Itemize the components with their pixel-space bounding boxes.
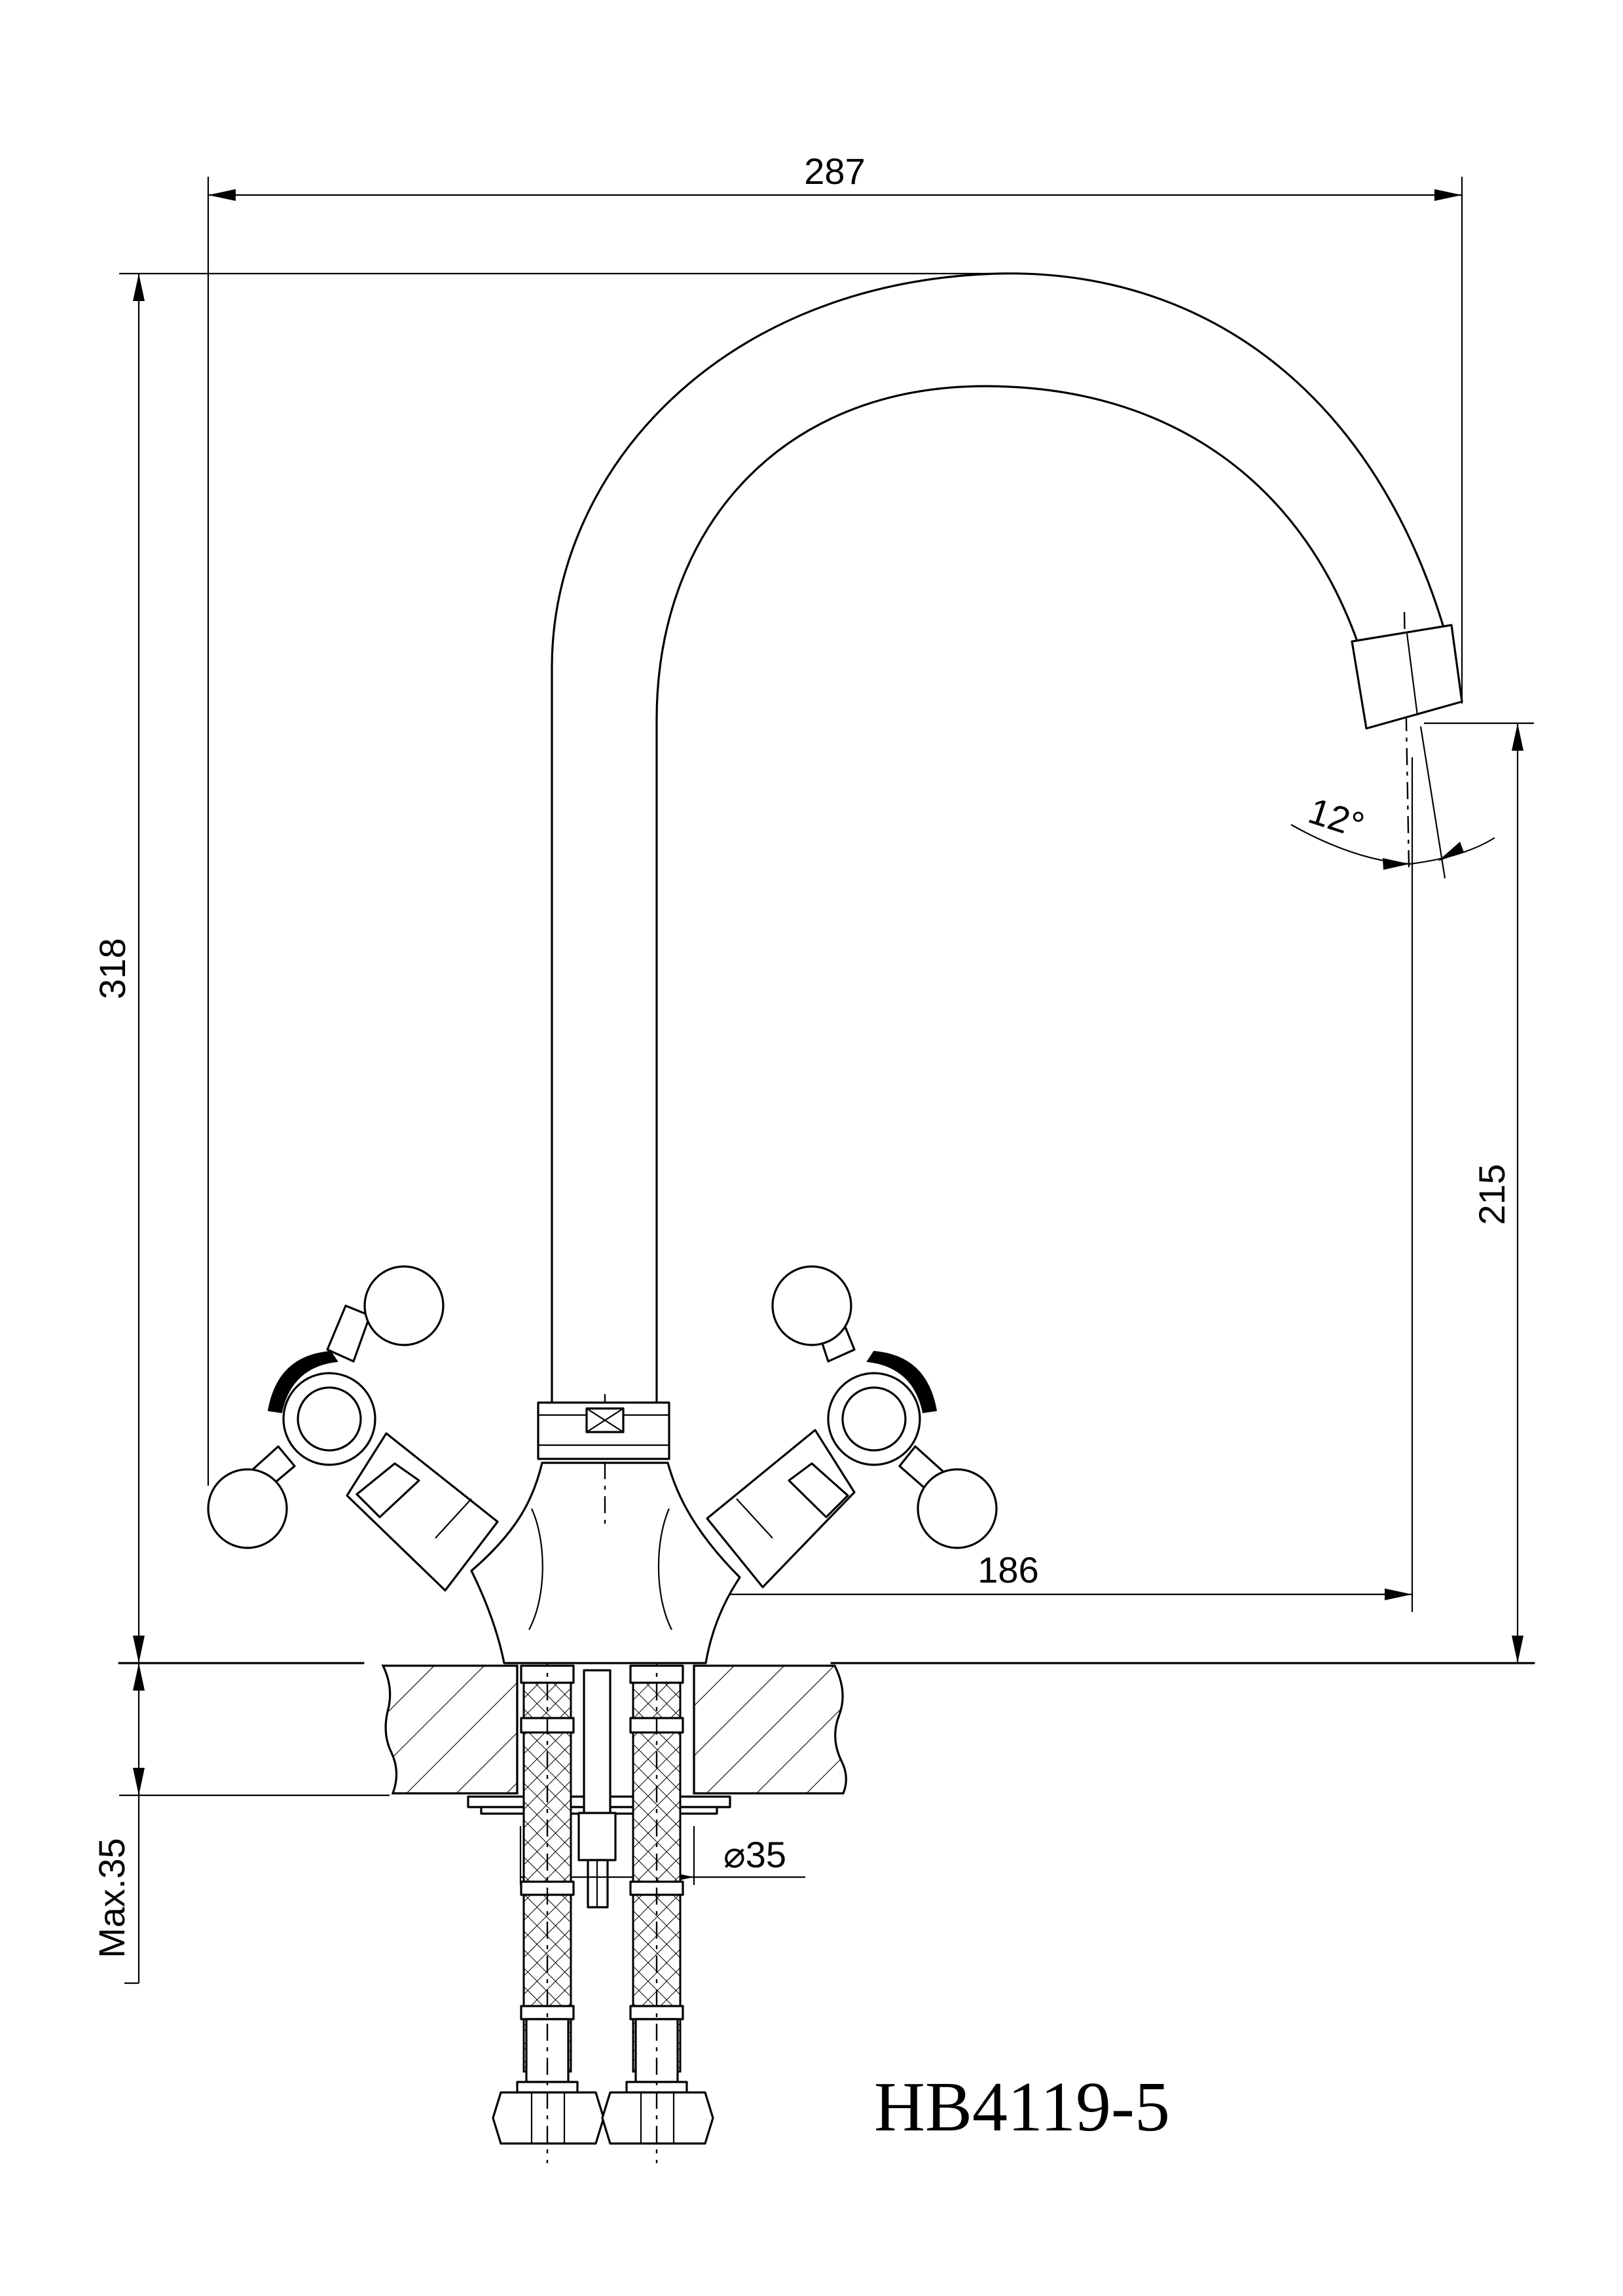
handle-right-knob-top [771,1265,852,1346]
dimension-max-thickness: Max.35 [91,1662,390,1984]
handle-right-knob-bottom [917,1468,998,1549]
overall-height-label: 318 [92,938,133,999]
dimension-overall-height: 318 [92,272,1008,1663]
dimension-overall-width: 287 [207,151,1463,1486]
handle-right [706,1265,998,1588]
countertop-left [381,1664,519,1795]
countertop-section [118,1662,1535,1795]
max-thickness-label: Max.35 [91,1838,132,1958]
dimension-spout-reach: 186 [598,757,1413,1630]
spout-angle-label: 12° [1304,789,1369,846]
hole-diameter-label: ⌀35 [723,1834,786,1875]
spout-aerator [1351,624,1463,730]
dimension-spout-angle: 12° [1290,611,1495,879]
spout [551,272,1463,1410]
spout-height-label: 215 [1471,1164,1512,1225]
handle-left-knob-top [363,1265,445,1346]
overall-width-label: 287 [804,151,865,192]
supply-hose-right [601,1649,714,2163]
dimension-spout-height: 215 [1424,722,1534,1663]
handle-left [207,1265,499,1592]
mixer-body [470,1394,741,1664]
countertop-right [693,1664,847,1795]
handle-left-knob-bottom [207,1468,288,1549]
model-number: HB4119-5 [874,2068,1170,2146]
supply-hose-left [492,1649,605,2163]
spout-reach-label: 186 [977,1549,1038,1590]
